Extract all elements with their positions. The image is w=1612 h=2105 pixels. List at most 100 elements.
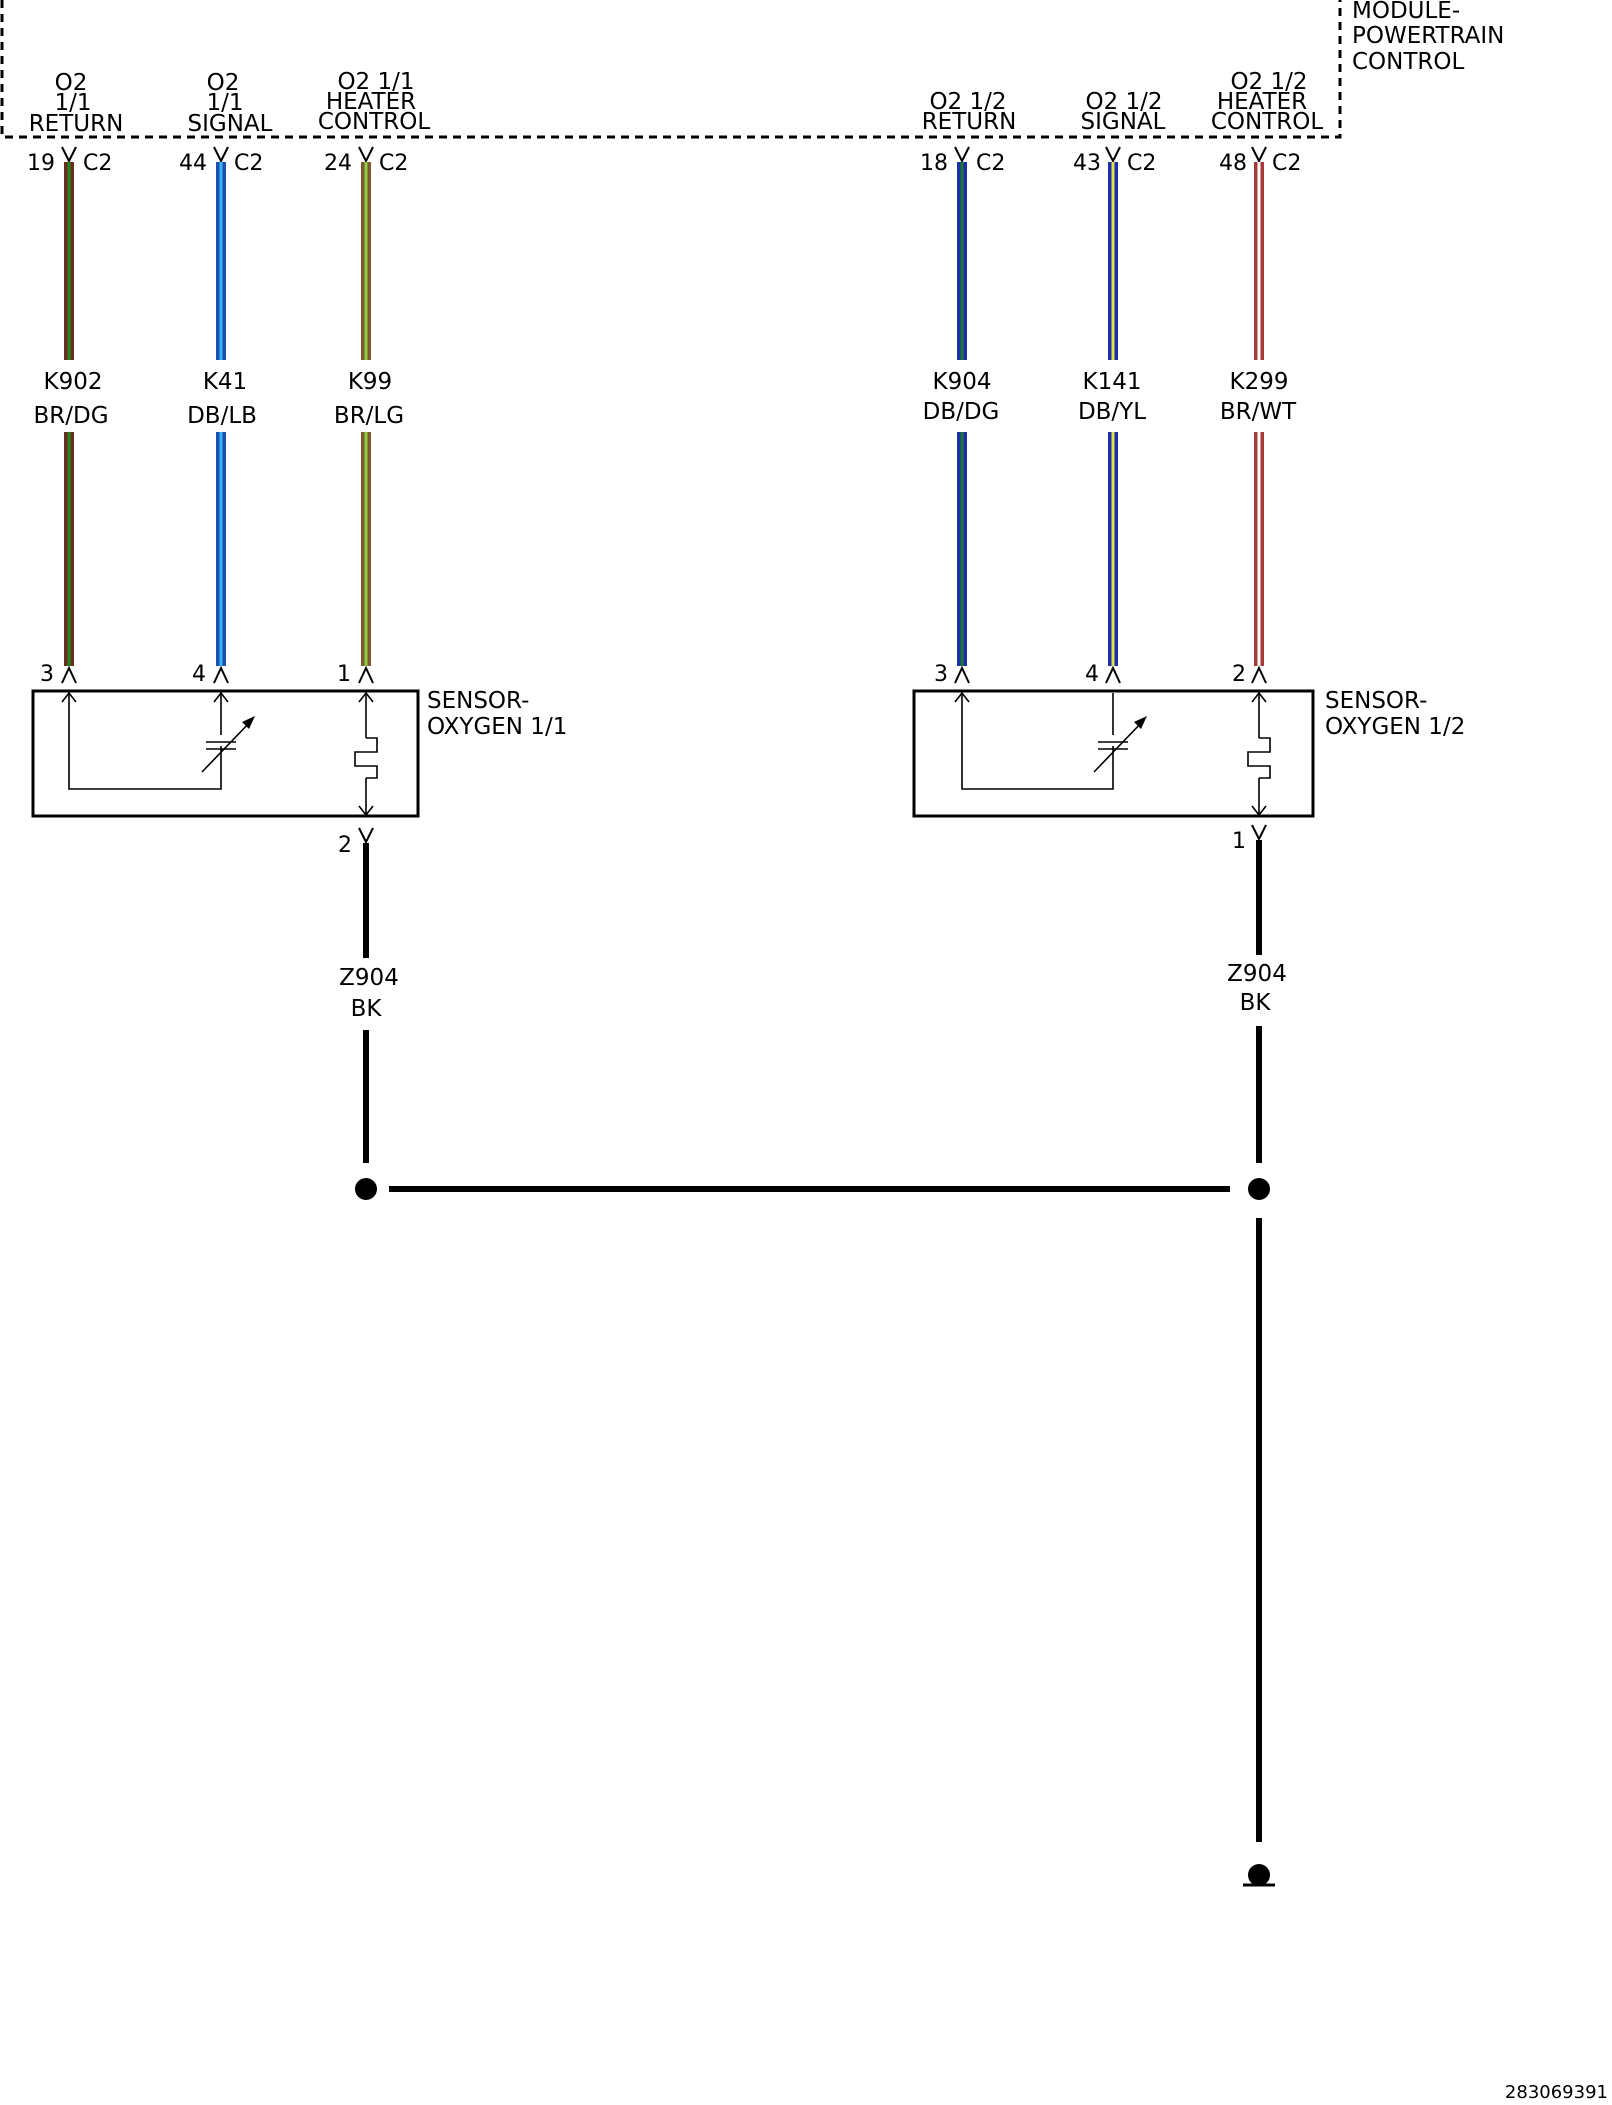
wire-color-label: DB/YL [1078, 399, 1146, 425]
sensor-ground-terminal-symbol [358, 827, 374, 845]
module-terminal-symbol [358, 146, 374, 164]
arrow-up-icon [213, 691, 229, 703]
terminal-label-line3: CONTROL [318, 109, 431, 135]
wire-circuit-label: K902 [44, 369, 103, 395]
connector-id: C2 [83, 151, 112, 176]
wire-circuit-label: K41 [203, 369, 247, 395]
wire-stripe-color [364, 162, 368, 360]
diagram-id: 283069391 [1505, 2082, 1608, 2103]
wire-color-label: BR/WT [1220, 399, 1297, 425]
wire-color-label: DB/DG [923, 399, 1000, 425]
arrow-down-icon [1251, 805, 1267, 817]
variable-resistor-icon [1093, 716, 1147, 773]
pin-number: 44 [179, 151, 207, 176]
sensor-terminal-symbols [61, 665, 1267, 684]
ground-symbol-icon [1243, 1864, 1275, 1887]
terminal-label-line3: SIGNAL [1081, 109, 1166, 135]
wire-stripe-color [960, 432, 964, 666]
wire-circuit-label: K141 [1083, 369, 1142, 395]
terminal-label-line2: O2 1/2 [929, 89, 1006, 115]
module-terminal-symbol [1105, 146, 1121, 164]
terminal-label-o2-11-heater-control: O2 1/1 HEATER CONTROL [318, 69, 431, 135]
sensor-oxygen-11: SENSOR- OXYGEN 1/1 [31, 688, 567, 818]
connector-id: C2 [1272, 151, 1301, 176]
arrow-up-icon [358, 691, 374, 703]
ground-wire-color: BK [351, 996, 383, 1022]
arrow-up-icon [954, 691, 970, 703]
wire-stripe-color [960, 162, 964, 360]
wire-stripe-color [1257, 162, 1261, 360]
sensor-pin-numbers: 3 4 1 3 4 2 [40, 662, 1246, 687]
variable-arrow-shaft [1093, 719, 1145, 773]
terminal-label-o2-11-signal: O2 1/1 SIGNAL [188, 70, 273, 137]
terminal-label-line3: CONTROL [1211, 109, 1324, 135]
pin-number: 24 [324, 151, 352, 176]
splice-dot [1248, 1178, 1270, 1200]
sensor-return-signal-loop [961, 693, 1114, 790]
sensor-pin-number: 4 [192, 662, 206, 687]
variable-arrow-shaft [201, 719, 253, 773]
splice-dot [355, 1178, 377, 1200]
ground-wire-color: BK [1240, 990, 1272, 1016]
sensor-body [31, 689, 420, 818]
sensor-return-signal-loop [68, 693, 222, 790]
connector-id: C2 [976, 151, 1005, 176]
sensor-name-line2: OXYGEN 1/1 [427, 714, 567, 740]
sensor-name-line1: SENSOR- [1325, 688, 1427, 714]
wire-circuit-label: K99 [348, 369, 392, 395]
sensor-pin-number: 3 [934, 662, 948, 687]
pin-number: 48 [1219, 151, 1247, 176]
wire-stripe-color [1111, 432, 1115, 666]
wire-k41 [216, 432, 226, 666]
sensor-terminal-symbol [954, 665, 970, 684]
wire-circuit-label: K299 [1230, 369, 1289, 395]
terminal-label-line1: O2 [207, 70, 240, 96]
terminal-label-line2: O2 1/2 [1085, 89, 1162, 115]
sensor-pin-number: 3 [40, 662, 54, 687]
pin-number: 18 [920, 151, 948, 176]
sensor-pin-number: 4 [1085, 662, 1099, 687]
wire-k41 [216, 162, 226, 360]
wire-stripe-color [219, 432, 223, 666]
module-terminal-symbol [954, 146, 970, 164]
terminal-label-line3: SIGNAL [188, 111, 273, 137]
arrow-down-icon [358, 805, 374, 817]
sensor-terminal-symbol [213, 665, 229, 684]
wire-stripe-color [364, 432, 368, 666]
wire-stripe-color [1111, 162, 1115, 360]
heater-coil [1247, 737, 1271, 779]
wires-layer [64, 162, 1264, 666]
wire-circuit-label: K904 [933, 369, 992, 395]
wire-stripe-color [219, 162, 223, 360]
terminal-label-line3: RETURN [922, 109, 1017, 135]
wire-labels: K902 BR/DG K41 DB/LB K99 BR/LG K904 DB/D… [33, 369, 1297, 429]
sensor-ground-terminal-symbol [1251, 824, 1267, 842]
wire-k904 [957, 162, 967, 360]
sensor-name-line2: OXYGEN 1/2 [1325, 714, 1465, 740]
sensor-ground-pin: 2 [338, 833, 352, 858]
ground-wire-circuit: Z904 [339, 965, 399, 991]
sensor-ground-pin: 1 [1232, 829, 1246, 854]
wire-k141 [1108, 162, 1118, 360]
connector-id: C2 [379, 151, 408, 176]
heater-element-icon [1247, 691, 1271, 817]
wire-k99 [361, 432, 371, 666]
sensor-pin-number: 2 [1232, 662, 1246, 687]
sensor-oxygen-12: SENSOR- OXYGEN 1/2 [912, 688, 1465, 818]
terminal-label-line2: 1/1 [54, 90, 91, 116]
wire-color-label: DB/LB [187, 403, 257, 429]
terminal-label-o2-12-return: O2 1/2 RETURN [922, 89, 1017, 135]
arrow-head-icon [1134, 716, 1147, 729]
wire-k299 [1254, 162, 1264, 360]
wire-stripe-color [67, 432, 71, 666]
terminal-label-line3: RETURN [29, 111, 124, 137]
sensor-name-line1: SENSOR- [427, 688, 529, 714]
wire-k99 [361, 162, 371, 360]
pcm-module-outline [0, 0, 1342, 139]
terminal-label-line1: O2 [55, 70, 88, 96]
wire-stripe-color [1257, 432, 1261, 666]
module-terminal-symbol [213, 146, 229, 164]
pin-number: 43 [1073, 151, 1101, 176]
sensor-body [912, 689, 1315, 818]
terminal-label-line1: O2 1/2 [1230, 69, 1307, 95]
